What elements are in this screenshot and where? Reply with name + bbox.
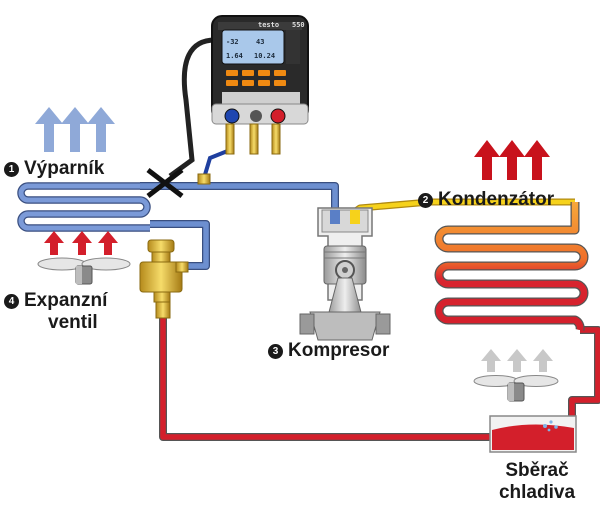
up-arrow-icon [98,231,118,255]
condenser-coil [434,202,589,331]
hot-air-arrows [474,140,550,180]
up-arrow-icon [499,140,525,180]
piston-icon [299,207,391,341]
up-arrow-icon [507,349,527,372]
up-arrow-icon [87,107,115,152]
evaporator-label: 1 Výparník [4,158,104,179]
up-arrow-icon [524,140,550,180]
up-arrow-icon [481,349,501,372]
step-number: 4 [4,294,19,309]
fan-icon [473,375,559,402]
up-arrow-icon [533,349,553,372]
up-arrow-icon [61,107,89,152]
gauge-reading-4: 10.24 [254,52,275,60]
up-arrow-icon [44,231,64,255]
up-arrow-icon [35,107,63,152]
step-number: 1 [4,162,19,177]
valve-icon [139,239,189,319]
condenser-label: 2 Kondenzátor [418,189,554,210]
expansion-valve-label: 4 Expanzní [4,290,107,311]
fan-icon [37,257,131,285]
up-arrow-icon [72,231,92,255]
condenser-label-text: Kondenzátor [438,189,555,210]
compressor-label: 3 Kompresor [268,340,389,361]
receiver-label-line1: Sběrač [505,460,569,481]
gauge-reading-2: 43 [256,38,264,46]
gauge-reading-1: -32 [226,38,239,46]
condenser-fan-arrows [481,349,553,372]
step-number: 3 [268,344,283,359]
compressor-label-text: Kompresor [288,340,390,361]
gauge-model: 550 [292,21,305,29]
step-number: 2 [418,193,433,208]
condenser-to-receiver-pipe [568,326,600,418]
suction-line-pipe [140,182,339,212]
receiver-label-line2: chladiva [498,482,576,503]
up-arrow-icon [474,140,500,180]
cold-air-arrows [35,107,115,152]
evaporator-heat-arrows [44,231,118,255]
gauge-brand: testo [258,21,279,29]
expansion-valve-label-line2: ventil [48,312,98,333]
refrigerant-receiver [489,415,577,453]
evaporator-label-text: Výparník [24,158,105,179]
evaporator-coil [17,182,151,232]
gauge-icon: testo 550 -32 43 1.64 10.24 [211,15,309,155]
gauge-reading-3: 1.64 [226,52,243,60]
expansion-valve-label-line1: Expanzní [24,290,108,311]
